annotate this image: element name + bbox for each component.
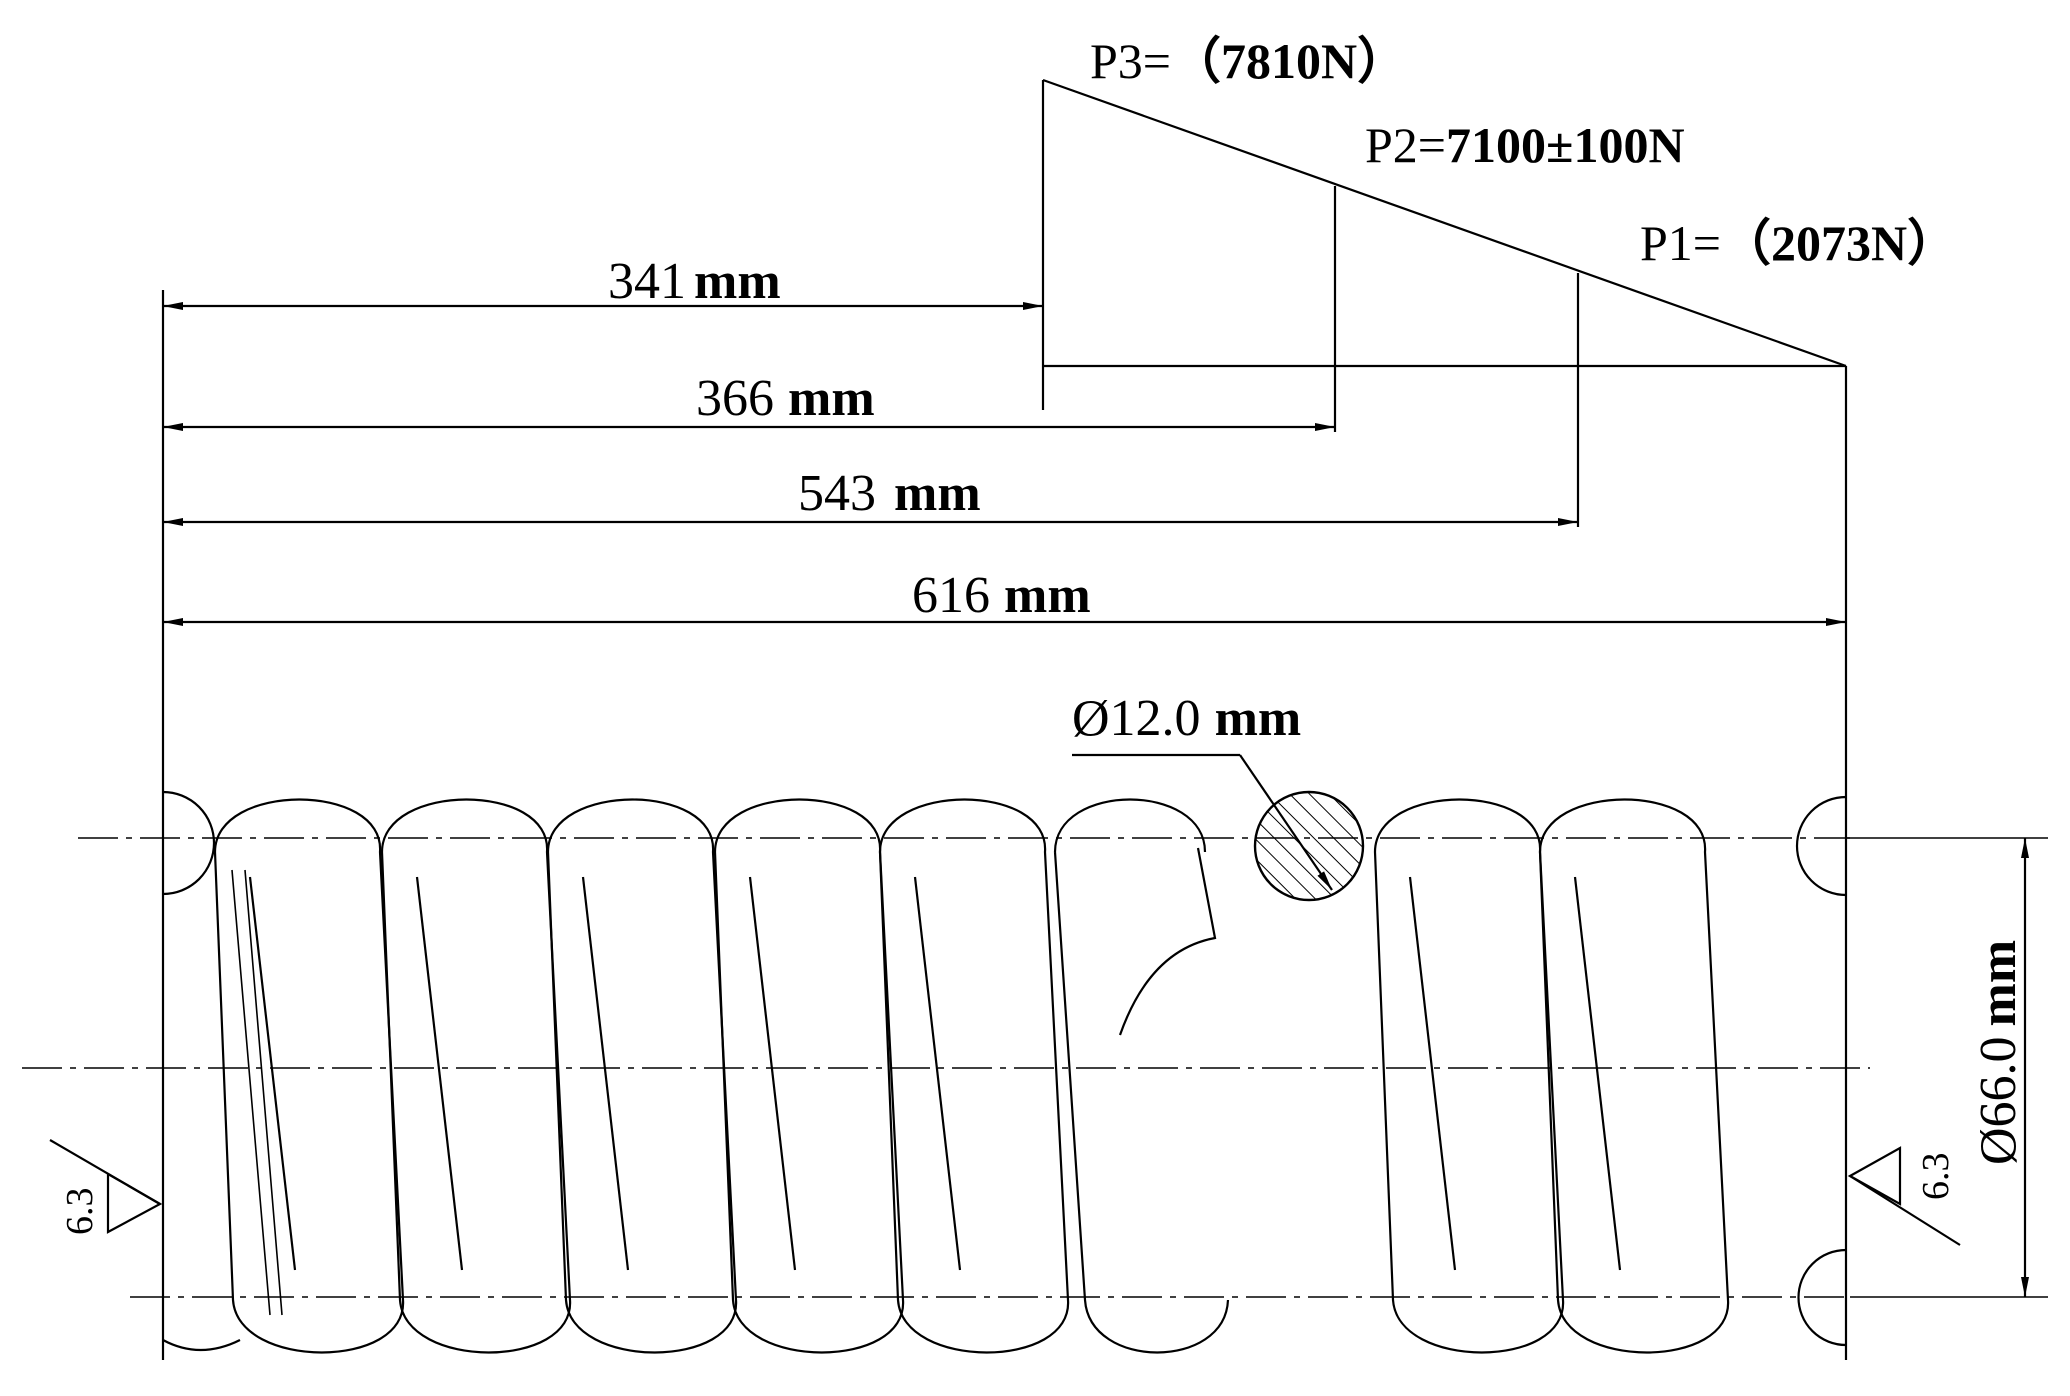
spring-coil-2 <box>380 798 572 1354</box>
spring-coil-8 <box>1538 798 1730 1354</box>
spring-coil-back-7 <box>1408 876 1457 1271</box>
spring-coil-cut <box>1053 798 1230 1354</box>
surface-finish-right-triangle <box>1847 1146 1902 1206</box>
outer-diameter-label: Ø66.0mm <box>1970 940 2027 1165</box>
surface-finish-right: 6.3 <box>1847 1146 1961 1246</box>
spring-coil-5 <box>878 798 1070 1354</box>
spring-coil-back-8 <box>1573 876 1622 1271</box>
spring-coil-7 <box>1373 798 1565 1354</box>
surface-finish-right-value: 6.3 <box>1915 1153 1957 1201</box>
spring-coil-back-3 <box>581 876 630 1271</box>
surface-finish-left-value: 6.3 <box>59 1188 101 1236</box>
spring-coil-back-2 <box>415 876 464 1271</box>
left-end-ground-lines <box>231 869 283 1316</box>
surface-finish-left-triangle <box>106 1172 163 1234</box>
wire-cross-section <box>1253 790 1365 902</box>
spring-coil-back-1 <box>248 876 297 1271</box>
spring-coil-1 <box>213 798 405 1354</box>
p2-label: P2=7100±100N <box>1365 117 1685 173</box>
spring-coil-back-4 <box>748 876 797 1271</box>
p3-label: P3=（7810N） <box>1090 33 1407 89</box>
load-diagram <box>1041 78 1848 1360</box>
right-end-coil-bottom <box>1797 1248 1847 1347</box>
spring-coil-3 <box>546 798 738 1354</box>
cutaway-section <box>1118 847 1217 1036</box>
p1-label: P1=（2073N） <box>1640 215 1957 271</box>
spring-coils <box>213 798 1730 1354</box>
wire-diameter-leader <box>1239 754 1333 891</box>
right-end-coil-top <box>1795 795 1847 897</box>
left-bottom-end <box>162 1339 241 1352</box>
spring-coil-back-5 <box>913 876 962 1271</box>
spring-coil-4 <box>713 798 905 1354</box>
surface-finish-left: 6.3 <box>49 1139 163 1236</box>
left-end-coil <box>162 790 216 896</box>
load-slope-line <box>1042 78 1847 368</box>
